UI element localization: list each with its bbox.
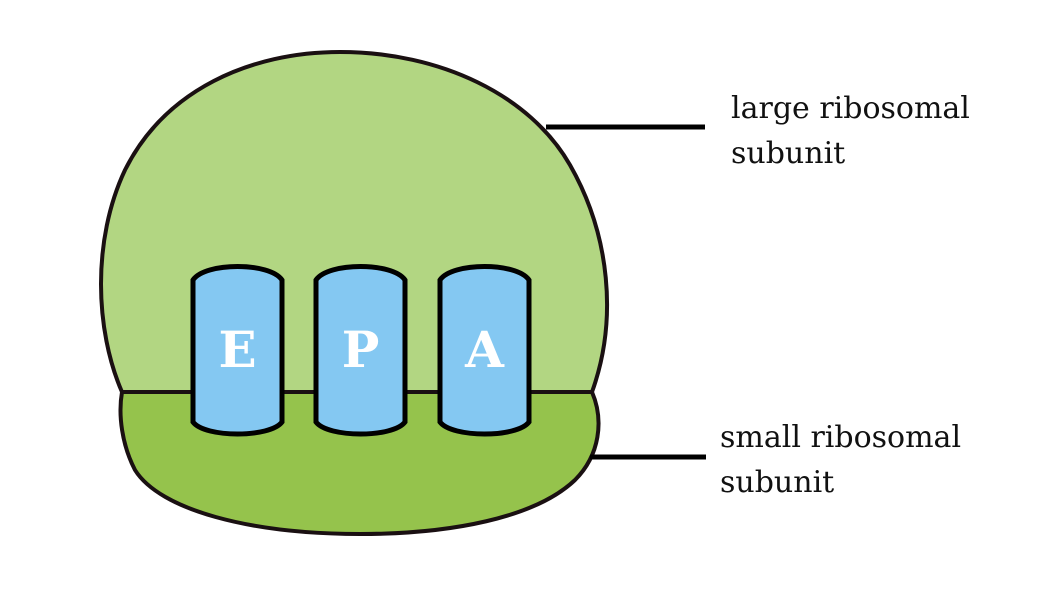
a-site-label: A bbox=[464, 320, 505, 379]
p-site: P bbox=[313, 264, 408, 437]
small-subunit-label: small ribosomal subunit bbox=[720, 415, 961, 505]
large-subunit-label: large ribosomal subunit bbox=[731, 86, 970, 176]
e-site: E bbox=[190, 264, 285, 437]
small-subunit-label-line1: small ribosomal bbox=[720, 420, 962, 455]
a-site: A bbox=[437, 264, 532, 437]
small-subunit-label-line2: subunit bbox=[720, 465, 835, 500]
large-subunit-label-line2: subunit bbox=[731, 136, 846, 171]
e-site-label: E bbox=[218, 320, 256, 379]
p-site-label: P bbox=[342, 320, 380, 379]
large-subunit-label-line1: large ribosomal bbox=[731, 91, 970, 126]
